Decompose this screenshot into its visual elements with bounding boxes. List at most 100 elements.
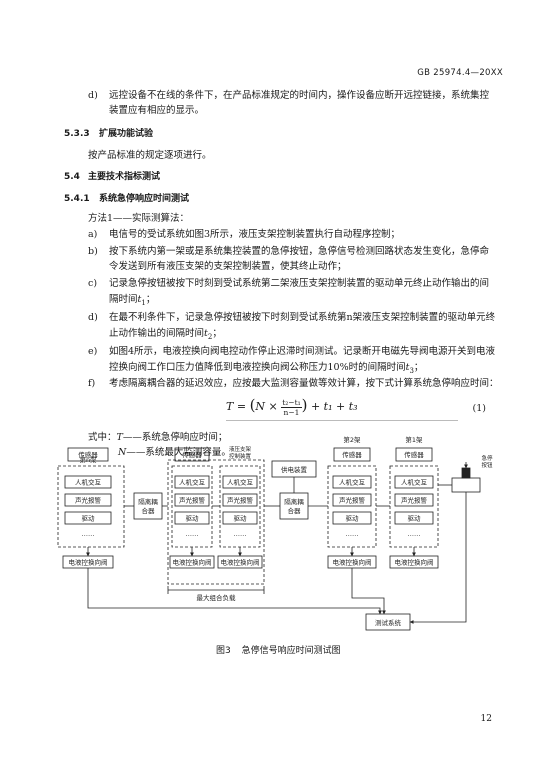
where-line: N——系统最大监测容量。: [118, 446, 231, 459]
drive-box: [332, 511, 372, 525]
item-text-line: 装置应有相应的显示。: [109, 105, 205, 116]
drive-label: 驱动: [346, 515, 360, 523]
item-text: 止动作输出的间隔时间: [109, 328, 205, 339]
formula-lhs: T: [226, 400, 234, 413]
item-text: 隔时间: [109, 294, 138, 305]
drive-label: 驱动: [82, 515, 96, 523]
item-marker: f): [88, 378, 96, 389]
sensor-label: 传感器: [404, 450, 424, 459]
formula-rule: [226, 420, 458, 421]
col-label: 第2架: [343, 435, 361, 444]
hmi-box: [64, 475, 112, 489]
body-text: 按产品标准的规定逐项进行。: [88, 150, 212, 161]
math-var: t: [137, 294, 142, 305]
estop-base: [451, 477, 481, 493]
max-load-group: [167, 459, 265, 585]
isolator-label: 合器: [288, 506, 302, 515]
item-text-line: 如图4所示，电液控换向阀电控动作停止迟滞时间测试。记录断开电磁先导阀电源开关到电…: [109, 346, 496, 357]
alarm-box: [174, 493, 210, 507]
isolator-box: [279, 492, 309, 520]
caption-text: 急停信号响应时间测试图: [241, 646, 341, 656]
drive-label: 驱动: [234, 515, 248, 523]
item-text: ；: [145, 294, 156, 305]
item-text-line: 止动作输出的间隔时间t2；: [109, 327, 222, 344]
fraction-denominator: n−1: [283, 407, 300, 417]
math-sub: 2: [207, 332, 213, 341]
item-marker: c): [88, 278, 98, 289]
formula-fraction: t₂−t₁ n−1: [281, 397, 302, 417]
item-text-line: 按下系统内第一架或是系统集控装置的急停按钮，急停信号检测回路状态发生变化，急停命: [109, 246, 490, 257]
isolator-box: [133, 492, 163, 520]
item-text: ；: [212, 328, 222, 339]
col-label: 第n架: [79, 455, 97, 464]
drive-label: 驱动: [408, 515, 422, 523]
alarm-box: [222, 493, 258, 507]
formula-rest: + t₁ + t₃: [310, 400, 358, 413]
section-number: 5.4.1: [64, 194, 90, 204]
item-text: 控换向阀工作口压力值降低到电液控换向阀公称压力10%时的间隔时间: [109, 362, 406, 373]
dots: ……: [346, 530, 359, 538]
item-text-line: 隔时间t1；: [109, 293, 155, 310]
hmi-label: 人机交互: [227, 478, 254, 487]
valve-label: 电液控换向阀: [333, 558, 372, 567]
fraction-numerator: t₂−t₁: [281, 397, 302, 408]
alarm-box: [332, 493, 372, 507]
formula-paren: ): [301, 396, 308, 414]
valve-label: 电液控换向阀: [173, 558, 212, 567]
power-supply-label: 供电装置: [281, 465, 308, 474]
math-sub: 1: [141, 298, 146, 307]
controller-box-n: [57, 465, 125, 548]
formula-paren: (: [249, 396, 256, 414]
alarm-box: [394, 493, 434, 507]
estop-label: 按钮: [481, 461, 493, 469]
standard-number: GB 25974.4—20XX: [417, 68, 503, 78]
sensor-label: 传感器: [182, 450, 202, 459]
where-symbol: T: [116, 432, 123, 443]
dots: ……: [234, 530, 247, 538]
method-intro: 方法1——实际测算法：: [88, 213, 190, 224]
alarm-label: 声光报警: [339, 496, 366, 505]
hmi-box: [394, 475, 434, 489]
math-var: t: [405, 362, 410, 373]
formula: T = (N × t₂−t₁ n−1 ) + t₁ + t₃: [226, 396, 358, 418]
sensor-label: 传感器: [342, 450, 362, 459]
isolator-label: 合器: [142, 506, 156, 515]
hmi-label: 人机交互: [179, 478, 206, 487]
formula-times: ×: [268, 400, 278, 413]
item-marker: d): [88, 312, 98, 323]
isolator-label: 隔离耦: [138, 497, 158, 506]
where-line: 式中：T——系统急停响应时间；: [88, 431, 227, 444]
drive-box: [64, 511, 112, 525]
section-number: 5.4: [64, 172, 80, 182]
sensor-box: [67, 447, 109, 462]
item-text-line: 令发送到所有液压支架的支架控制装置，使其终止动作；: [109, 261, 347, 272]
controller-label: 液压支架: [229, 445, 252, 453]
where-text: ——系统最大监测容量。: [126, 447, 231, 458]
item-text-line: 控换向阀工作口压力值降低到电液控换向阀公称压力10%时的间隔时间t3；: [109, 361, 423, 378]
drive-box: [394, 511, 434, 525]
hmi-box: [222, 475, 258, 489]
formula-number: (1): [472, 403, 486, 414]
item-text: ；: [413, 362, 424, 373]
where-text: ——系统急停响应时间；: [122, 432, 228, 443]
alarm-label: 声光报警: [179, 496, 206, 505]
item-text-line: 记录急停按钮被按下时刻到受试系统第二架液压支架控制装置的驱动单元终止动作输出的间: [109, 278, 490, 289]
estop-button-icon: [461, 467, 471, 479]
hmi-label: 人机交互: [75, 478, 102, 487]
item-text-line: 在最不利条件下，记录急停按钮被按下时刻到受试系统第n架液压支架控制装置的驱动单元…: [109, 312, 496, 323]
where-intro: 式中：: [88, 432, 117, 443]
formula-N: N: [255, 400, 266, 413]
alarm-box: [64, 493, 112, 507]
hmi-label: 人机交互: [401, 478, 428, 487]
formula-eq: =: [236, 400, 247, 413]
page-number: 12: [480, 714, 492, 724]
valve-label: 电液控换向阀: [221, 558, 260, 567]
where-symbol: N: [118, 447, 127, 458]
item-marker: d): [88, 90, 98, 101]
estop-label: 急停: [481, 454, 493, 462]
drive-box: [174, 511, 210, 525]
test-system-label: 测试系统: [375, 618, 402, 627]
valve-label: 电液控换向阀: [395, 558, 434, 567]
section-title: 扩展功能试验: [99, 129, 154, 139]
item-marker: a): [88, 229, 98, 240]
